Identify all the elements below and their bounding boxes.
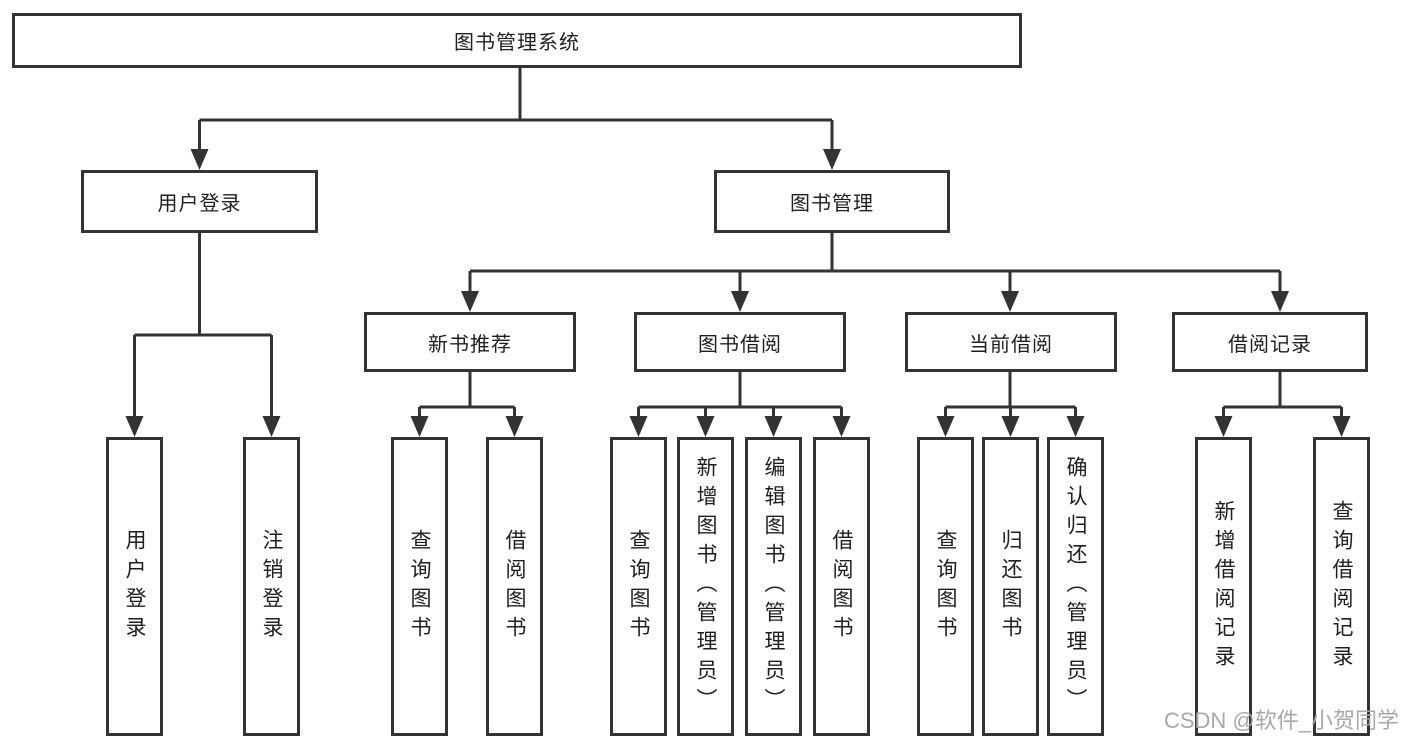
leaf-bb-query-books: 查询图书 <box>610 437 667 736</box>
leaf-logout-label: 注销登录 <box>260 528 283 645</box>
leaf-cb-return-books-label: 归还图书 <box>999 528 1022 645</box>
node-root: 图书管理系统 <box>12 13 1022 68</box>
connector-root-to-level2 <box>198 68 834 152</box>
node-new-book-recommend: 新书推荐 <box>364 312 576 372</box>
connector-userlogin-to-leaves <box>133 233 273 419</box>
connector-record-to-leaves <box>1222 372 1343 419</box>
leaf-br-query-record-label: 查询借阅记录 <box>1330 499 1353 674</box>
node-book-borrow-label: 图书借阅 <box>698 333 782 356</box>
node-book-borrow: 图书借阅 <box>634 312 846 372</box>
leaf-bb-query-books-label: 查询图书 <box>627 528 650 645</box>
leaf-rec-borrow-books: 借阅图书 <box>486 437 543 736</box>
leaf-rec-borrow-books-label: 借阅图书 <box>503 528 526 645</box>
node-current-borrow-label: 当前借阅 <box>969 333 1053 356</box>
node-user-login: 用户登录 <box>81 170 318 233</box>
node-root-label: 图书管理系统 <box>454 32 580 54</box>
leaf-br-add-record-label: 新增借阅记录 <box>1212 499 1235 674</box>
leaf-bb-add-books-admin-label: 新增图书（管理员） <box>694 456 717 717</box>
leaf-br-add-record: 新增借阅记录 <box>1195 437 1252 736</box>
leaf-rec-query-books-label: 查询图书 <box>408 528 431 645</box>
leaf-cb-query-books: 查询图书 <box>917 437 974 736</box>
leaf-cb-confirm-return-admin: 确认归还（管理员） <box>1047 437 1104 736</box>
node-book-management: 图书管理 <box>714 170 950 233</box>
leaf-cb-return-books: 归还图书 <box>982 437 1039 736</box>
node-borrow-records-label: 借阅记录 <box>1228 333 1312 356</box>
node-book-management-label: 图书管理 <box>790 193 874 215</box>
node-new-book-recommend-label: 新书推荐 <box>428 333 512 356</box>
connector-bookmgmt-to-level3 <box>468 233 1282 294</box>
leaf-user-login-label: 用户登录 <box>123 528 146 645</box>
csdn-watermark: CSDN @软件_小贺同学 <box>1163 708 1399 733</box>
connector-borrow-to-leaves <box>637 372 843 419</box>
leaf-bb-add-books-admin: 新增图书（管理员） <box>677 437 734 736</box>
node-borrow-records: 借阅记录 <box>1172 312 1368 372</box>
leaf-br-query-record: 查询借阅记录 <box>1313 437 1370 736</box>
connector-current-to-leaves <box>944 372 1077 419</box>
leaf-user-login: 用户登录 <box>106 437 163 736</box>
node-user-login-label: 用户登录 <box>157 193 242 215</box>
leaf-cb-confirm-return-admin-label: 确认归还（管理员） <box>1064 456 1087 717</box>
node-current-borrow: 当前借阅 <box>905 312 1117 372</box>
leaf-bb-borrow-books: 借阅图书 <box>813 437 870 736</box>
leaf-bb-edit-books-admin: 编辑图书（管理员） <box>745 437 802 736</box>
leaf-logout: 注销登录 <box>243 437 300 736</box>
leaf-bb-borrow-books-label: 借阅图书 <box>830 528 853 645</box>
leaf-bb-edit-books-admin-label: 编辑图书（管理员） <box>762 456 785 717</box>
leaf-cb-query-books-label: 查询图书 <box>934 528 957 645</box>
connector-rec-to-leaves <box>418 372 516 419</box>
leaf-rec-query-books: 查询图书 <box>391 437 448 736</box>
